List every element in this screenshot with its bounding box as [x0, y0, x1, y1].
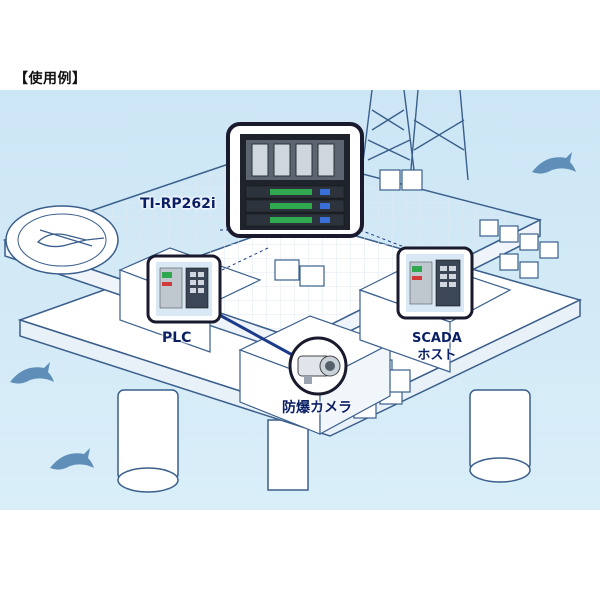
scada-device-callout: [396, 246, 474, 320]
label-scada-host: SCADA ホスト: [412, 330, 462, 364]
label-explosion-proof-camera: 防爆カメラ: [282, 400, 352, 416]
router-rack-callout: [226, 122, 364, 238]
label-plc: PLC: [162, 330, 192, 346]
dolphin-icon: [50, 448, 94, 470]
platform-legs: [117, 389, 531, 493]
label-ti-rp262i: TI-RP262i: [140, 196, 216, 212]
helicopter-icon: [36, 229, 105, 248]
dolphin-icon: [10, 362, 54, 384]
plc-device-callout: [146, 254, 222, 324]
dolphin-icon: [532, 152, 576, 174]
label-scada-line1: SCADA: [412, 331, 462, 346]
helipad: [5, 205, 119, 275]
label-scada-line2: ホスト: [417, 348, 457, 363]
link-plc-camera: [213, 310, 299, 360]
network-links-dashed: [220, 229, 413, 271]
derrick-tower: [361, 90, 469, 181]
camera-icon: [288, 336, 348, 396]
offshore-platform-diagram: [0, 90, 600, 510]
page-heading: 【使用例】: [14, 71, 87, 87]
